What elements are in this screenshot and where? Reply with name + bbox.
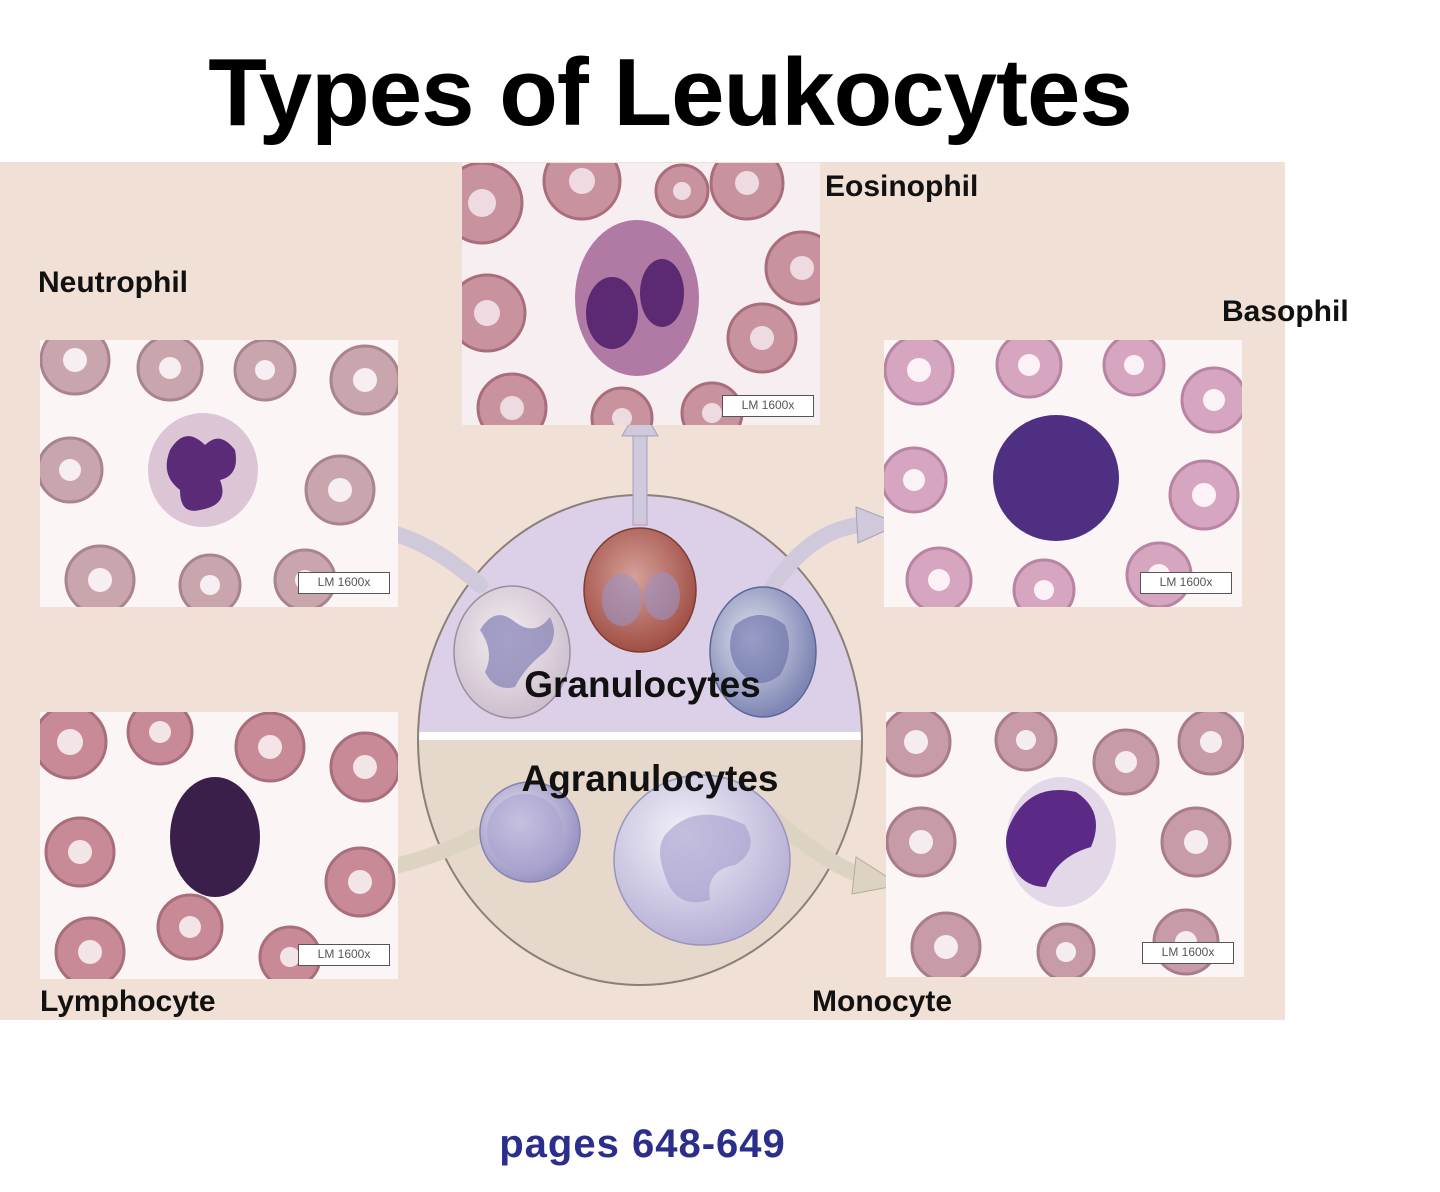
basophil-label: Basophil (1222, 295, 1349, 328)
neutrophil-illustration (453, 585, 571, 719)
eosinophil-label: Eosinophil (825, 170, 979, 203)
neutrophil-label: Neutrophil (38, 266, 188, 299)
neutrophil-micrograph: LM 1600x (40, 340, 398, 607)
monocyte-label: Monocyte (812, 985, 953, 1018)
lymphocyte-label: Lymphocyte (40, 985, 216, 1018)
monocyte-illustration (613, 774, 791, 946)
page-title: Types of Leukocytes (208, 39, 1133, 146)
granulocytes-label: Granulocytes (524, 664, 761, 705)
scale-bar: LM 1600x (298, 944, 390, 966)
arrow-to-basophil (762, 506, 902, 598)
lymphocyte-illustration (479, 781, 581, 883)
basophil-illustration (709, 586, 817, 718)
eosinophil-micrograph: LM 1600x (462, 163, 820, 425)
lymphocyte-micrograph: LM 1600x (40, 712, 398, 979)
eosinophil-illustration (583, 527, 697, 653)
agranulocytes-label: Agranulocytes (521, 758, 779, 799)
scale-bar: LM 1600x (298, 572, 390, 594)
page-reference: pages 648-649 (499, 1122, 786, 1166)
region-divider (418, 732, 862, 740)
monocyte-micrograph: LM 1600x (886, 712, 1244, 977)
scale-bar: LM 1600x (1140, 572, 1232, 594)
scale-bar: LM 1600x (1142, 942, 1234, 964)
basophil-micrograph: LM 1600x (884, 340, 1242, 607)
scale-bar: LM 1600x (722, 395, 814, 417)
